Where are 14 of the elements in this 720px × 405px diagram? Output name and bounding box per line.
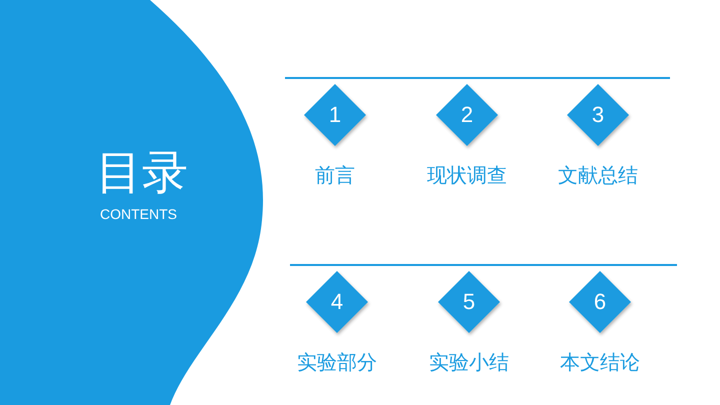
title: 目录 <box>96 144 188 200</box>
section-title: 实验部分 <box>296 349 378 376</box>
section-title: 实验小结 <box>428 349 510 376</box>
section-title: 文献总结 <box>557 162 639 189</box>
section-title: 现状调查 <box>426 162 508 189</box>
subtitle: CONTENTS <box>100 206 177 222</box>
number-diamond: 6 <box>569 271 631 333</box>
number-diamond: 1 <box>304 84 366 146</box>
number-diamond: 2 <box>436 84 498 146</box>
number-diamond: 4 <box>306 271 368 333</box>
number-diamond: 5 <box>438 271 500 333</box>
number-diamond: 3 <box>567 84 629 146</box>
section-title: 前言 <box>314 162 356 189</box>
section-title: 本文结论 <box>559 349 641 376</box>
